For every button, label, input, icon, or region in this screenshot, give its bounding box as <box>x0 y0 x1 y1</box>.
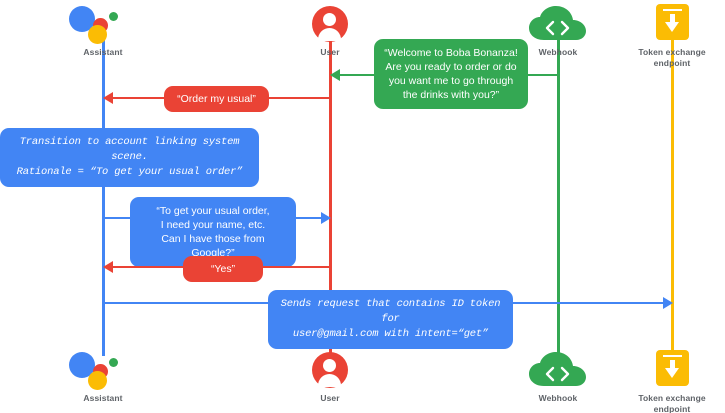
message-bubble-yes: “Yes” <box>183 256 263 282</box>
cloud-code-icon <box>498 2 618 44</box>
cloud-code-icon-bottom <box>498 348 618 390</box>
user-avatar-icon-bottom <box>270 348 390 390</box>
lifeline-user <box>329 36 332 356</box>
assistant-dot-green-bottom <box>109 358 118 367</box>
download-box-icon-bottom <box>612 348 725 390</box>
actor-label-assistant: Assistant <box>83 47 123 57</box>
arrow-head-yes <box>103 260 113 273</box>
actor-assistant-top: Assistant <box>43 2 163 58</box>
actor-user-bottom: User <box>270 348 390 404</box>
download-box-icon <box>612 2 725 44</box>
actor-label-token-endpoint: Token exchange endpoint <box>638 47 706 68</box>
actor-label-webhook: Webhook <box>538 47 578 57</box>
actor-label-token-endpoint-bottom: Token exchange endpoint <box>638 393 706 413</box>
note-transition-account-linking: Transition to account linking system sce… <box>0 128 259 187</box>
message-bubble-ask-consent: “To get your usual order, I need your na… <box>130 197 296 267</box>
actor-label-webhook-bottom: Webhook <box>538 393 578 403</box>
lifeline-assistant <box>102 36 105 356</box>
arrow-head-order-my-usual <box>103 91 113 104</box>
token-box-lid-bottom <box>663 355 682 357</box>
arrow-head-welcome <box>330 68 340 81</box>
arrow-head-ask-consent <box>321 211 331 224</box>
user-avatar-body-bottom <box>318 374 341 387</box>
assistant-dot-yellow <box>88 25 107 44</box>
download-arrow-stem <box>670 14 675 24</box>
lifeline-webhook <box>557 36 560 356</box>
actor-token-endpoint-bottom: Token exchange endpoint <box>612 348 725 413</box>
token-box-lid <box>663 9 682 11</box>
lifeline-token-endpoint <box>671 36 674 356</box>
actor-label-user: User <box>320 47 340 57</box>
actor-token-endpoint-top: Token exchange endpoint <box>612 2 725 69</box>
assistant-dot-yellow-bottom <box>88 371 107 390</box>
user-avatar-head <box>323 13 336 26</box>
message-bubble-order-my-usual: “Order my usual” <box>164 86 269 112</box>
download-arrow-stem-bottom <box>670 360 675 370</box>
user-avatar-head-bottom <box>323 359 336 372</box>
download-arrow-head <box>665 22 679 32</box>
download-arrow-head-bottom <box>665 368 679 378</box>
message-bubble-welcome: “Welcome to Boba Bonanza! Are you ready … <box>374 39 528 109</box>
actor-label-user-bottom: User <box>320 393 340 403</box>
user-avatar-body <box>318 28 341 41</box>
google-assistant-icon-bottom <box>43 348 163 390</box>
arrow-head-send-id-token <box>663 296 673 309</box>
actor-label-assistant-bottom: Assistant <box>83 393 123 403</box>
actor-webhook-top: Webhook <box>498 2 618 58</box>
user-avatar-icon <box>270 2 390 44</box>
actor-user-top: User <box>270 2 390 58</box>
actor-webhook-bottom: Webhook <box>498 348 618 404</box>
note-send-id-token: Sends request that contains ID token for… <box>268 290 513 349</box>
actor-assistant-bottom: Assistant <box>43 348 163 404</box>
google-assistant-icon <box>43 2 163 44</box>
assistant-dot-green <box>109 12 118 21</box>
